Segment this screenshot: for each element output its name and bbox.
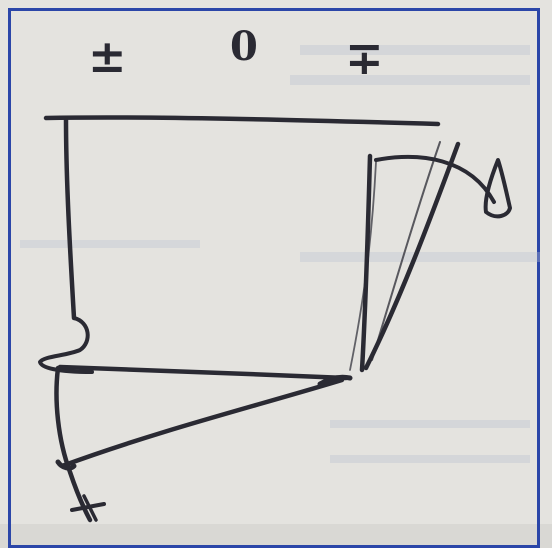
right-guide-line bbox=[349, 161, 377, 371]
bleed-through-line bbox=[20, 240, 200, 248]
arrow-head bbox=[483, 158, 512, 219]
hand-drawn-diagram: ± 0 ∓ bbox=[20, 23, 540, 523]
bleed-through-texture bbox=[20, 45, 540, 463]
right-outer-diagonal bbox=[363, 141, 461, 371]
diagonal-stroke bbox=[59, 377, 345, 469]
zero-mark: 0 bbox=[230, 23, 258, 70]
bleed-through-line bbox=[290, 75, 530, 85]
lower-horizontal-stroke bbox=[57, 364, 349, 381]
tail-tick-mark bbox=[82, 494, 98, 522]
sketch-strokes bbox=[38, 115, 512, 523]
bleed-through-line bbox=[300, 252, 540, 262]
bleed-through-line bbox=[330, 420, 530, 428]
plus-minus-mark: ± bbox=[88, 29, 127, 83]
corner-junction-mark bbox=[55, 459, 77, 471]
right-inner-diagonal bbox=[371, 141, 441, 361]
left-bump-stroke bbox=[38, 316, 94, 374]
left-vertical-stroke bbox=[63, 117, 77, 321]
top-horizontal-stroke bbox=[43, 115, 441, 127]
arrow-arc bbox=[374, 154, 496, 204]
bleed-through-line bbox=[300, 45, 530, 55]
corner-junction-mark bbox=[317, 374, 353, 387]
bleed-through-line bbox=[330, 455, 530, 463]
minus-plus-mark: ∓ bbox=[345, 31, 384, 85]
right-vertical-stroke bbox=[359, 153, 373, 373]
